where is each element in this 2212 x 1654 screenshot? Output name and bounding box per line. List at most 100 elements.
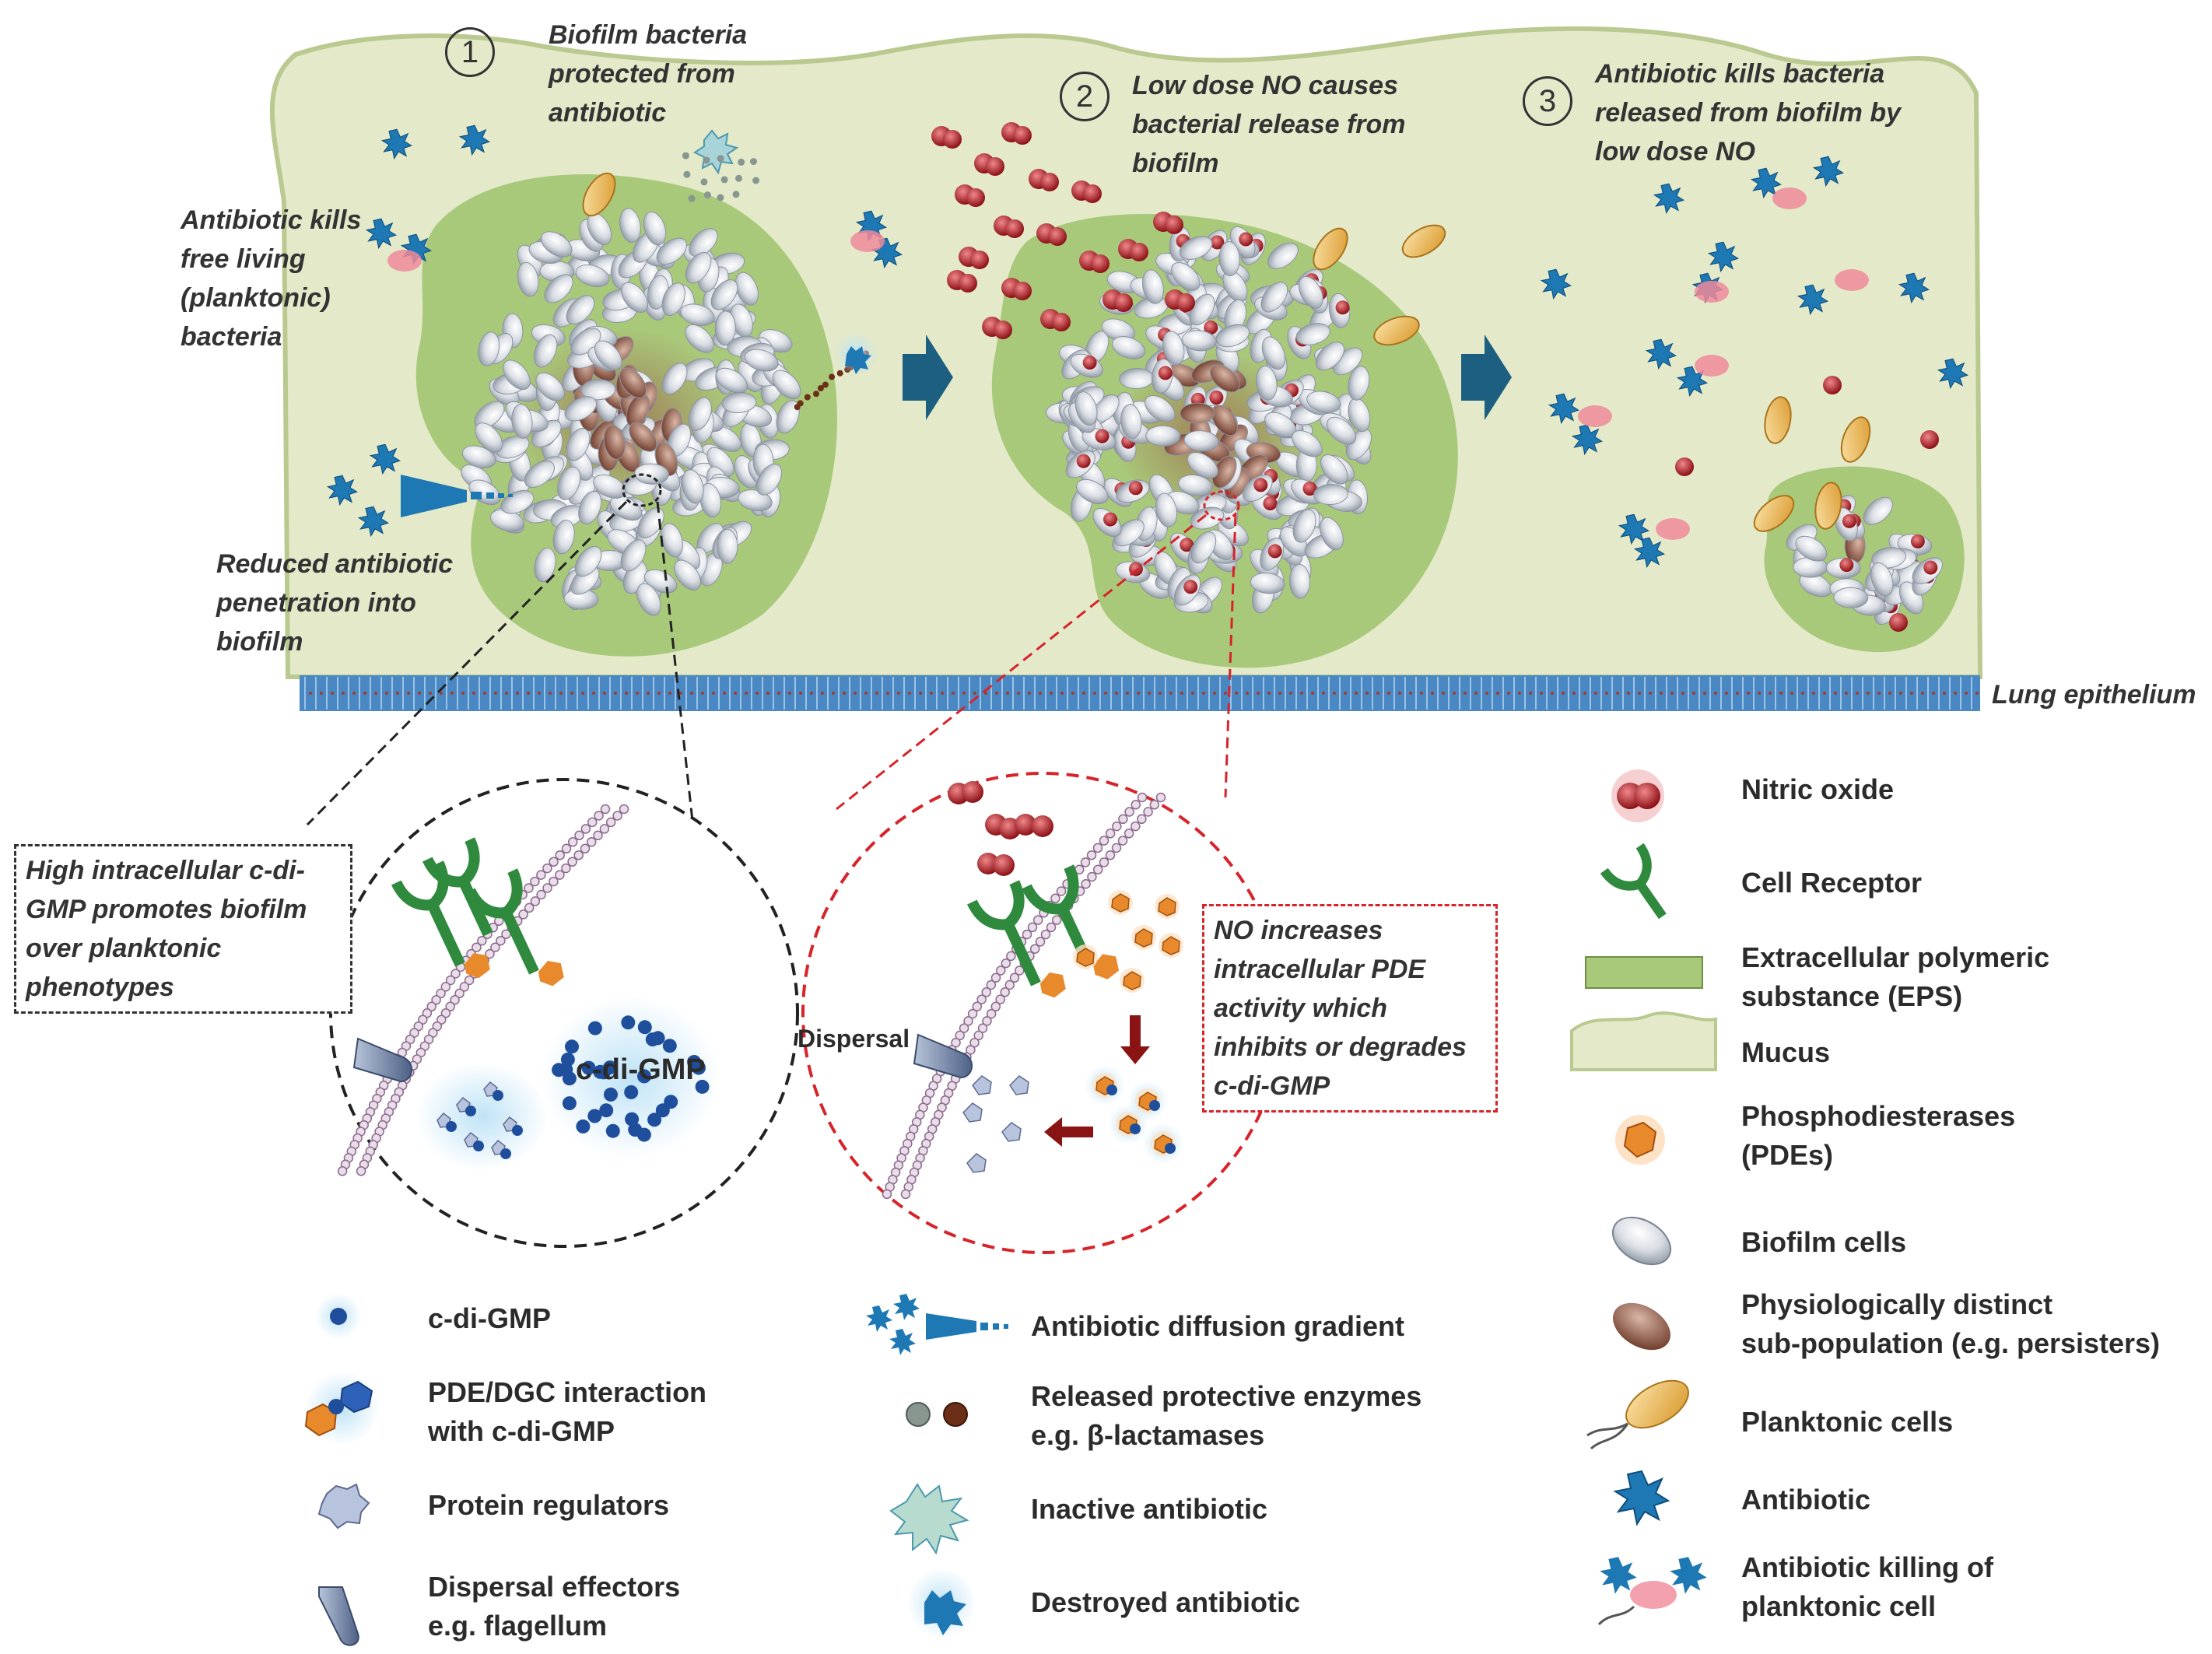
legend-icon-dispersal-effector: [318, 1586, 359, 1646]
c-di-gmp-molecule: [599, 1103, 614, 1118]
biofilm-cluster-3: [1786, 495, 1944, 626]
legend-icon-pde-dgc: [304, 1371, 380, 1445]
step-1-number: 1: [445, 27, 495, 77]
legend-icon-planktonic-cell: [1586, 1379, 1689, 1450]
phospholipid-head: [464, 975, 475, 986]
epithelium-nucleus: [1562, 692, 1565, 695]
antibiotic-molecule: [1571, 424, 1603, 456]
phospholipid-head: [422, 1008, 433, 1018]
c-di-gmp-molecule: [473, 1141, 484, 1151]
epithelium-nucleus: [1921, 692, 1924, 695]
phospholipid-head: [580, 824, 591, 834]
epithelium-nucleus: [1692, 692, 1695, 695]
epithelium-nucleus: [1137, 692, 1140, 695]
epithelium-nucleus: [320, 692, 323, 695]
protective-enzyme: [813, 391, 819, 398]
antibiotic-molecule: [365, 218, 397, 250]
legend-icon-eps: [1585, 956, 1703, 989]
epithelium-nucleus: [1638, 692, 1641, 695]
epithelium-nucleus: [1159, 692, 1162, 695]
phospholipid-head: [1086, 850, 1097, 860]
phospholipid-head: [963, 1016, 973, 1026]
epithelium-nucleus: [799, 692, 802, 695]
phospholipid-head: [1080, 857, 1091, 867]
phospholipid-head: [990, 1001, 1001, 1012]
nitric-oxide-molecule: [970, 251, 989, 269]
protective-enzyme: [750, 158, 757, 166]
protective-enzyme: [688, 194, 696, 202]
cell-membrane-right: [882, 792, 1166, 1200]
nitric-oxide-molecule: [1920, 430, 1939, 449]
nitric-oxide-molecule: [986, 157, 1004, 176]
phospholipid-head: [536, 870, 546, 880]
epithelium-nucleus: [1703, 692, 1706, 695]
epithelium-nucleus: [352, 692, 356, 695]
legend-nitric-oxide: Nitric oxide: [1741, 773, 1895, 805]
phospholipid-head: [530, 876, 540, 887]
epithelium-nucleus: [407, 692, 410, 695]
epithelium-nucleus: [1344, 692, 1347, 695]
pde-arrow-left: [1044, 1117, 1093, 1147]
nitric-oxide-molecule: [1263, 496, 1278, 510]
epithelium-nucleus: [625, 692, 628, 695]
c-di-gmp-molecule: [562, 1096, 577, 1111]
nitric-oxide-molecule: [1675, 457, 1694, 476]
epithelium-nucleus: [1845, 692, 1848, 695]
c-di-gmp-molecule: [593, 1064, 608, 1079]
epithelium-nucleus: [636, 692, 639, 695]
c-di-gmp-molecule: [565, 1039, 579, 1054]
biofilm-cell: [661, 282, 685, 317]
phospholipid-head: [518, 909, 528, 920]
biofilm-cell: [1218, 241, 1240, 276]
epithelium-nucleus: [1082, 692, 1085, 695]
nitric-oxide-molecule: [1103, 512, 1117, 527]
biofilm-cell: [776, 400, 800, 434]
epithelium-nucleus: [1725, 692, 1728, 695]
biofilm-cell: [534, 547, 556, 583]
epithelium-nucleus: [1932, 692, 1935, 695]
legend-destroyed-antibiotic: Destroyed antibiotic: [1031, 1586, 1301, 1618]
c-di-gmp-molecule: [446, 1121, 457, 1132]
epithelium-nucleus: [385, 692, 388, 695]
nitric-oxide-molecule: [959, 274, 977, 293]
biofilm-cell: [1295, 323, 1330, 345]
c-di-gmp-molecule: [465, 1106, 476, 1116]
biofilm-cell: [674, 559, 701, 590]
epithelium-nucleus: [374, 692, 377, 695]
epithelium-nucleus: [1965, 692, 1968, 695]
c-di-gmp-molecule: [621, 1015, 636, 1030]
antibiotic-molecule: [1676, 366, 1708, 398]
biofilm-cell: [1181, 330, 1217, 352]
killed-planktonic-cell: [1695, 355, 1729, 377]
phospholipid-head: [1092, 843, 1103, 853]
phospholipid-head: [1118, 814, 1128, 825]
pde-arrow-down: [1120, 1015, 1150, 1064]
epithelium-nucleus: [1311, 692, 1314, 695]
nitric-oxide-molecule: [1165, 216, 1183, 234]
epithelium-nucleus: [1823, 692, 1826, 695]
epithelium-nucleus: [559, 692, 563, 695]
epithelium-nucleus: [1060, 692, 1064, 695]
biofilm-cell: [699, 482, 722, 518]
biofilm-cell: [566, 295, 595, 325]
epithelium-nucleus: [418, 692, 421, 695]
epithelium-nucleus: [1464, 692, 1467, 695]
c-di-gmp-glow: [416, 1062, 549, 1171]
nitric-oxide-molecule: [1091, 254, 1110, 273]
c-di-gmp-molecule: [625, 1112, 640, 1127]
epithelium-nucleus: [1050, 692, 1053, 695]
phospholipid-head: [1124, 829, 1134, 839]
phospholipid-head: [1092, 864, 1103, 874]
protective-enzyme: [829, 373, 836, 380]
c-di-gmp-molecule: [605, 1123, 620, 1138]
legend-antibiotic-gradient: Antibiotic diffusion gradient: [1031, 1310, 1404, 1342]
planktonic-cell: [1373, 315, 1420, 346]
biofilm-cell: [593, 474, 626, 499]
nitric-oxide-molecule: [1076, 454, 1091, 468]
c-di-gmp-molecule: [687, 1055, 702, 1069]
phospholipid-head: [418, 1014, 428, 1025]
phospholipid-head: [973, 1030, 983, 1041]
biofilm-cell: [1326, 416, 1357, 445]
